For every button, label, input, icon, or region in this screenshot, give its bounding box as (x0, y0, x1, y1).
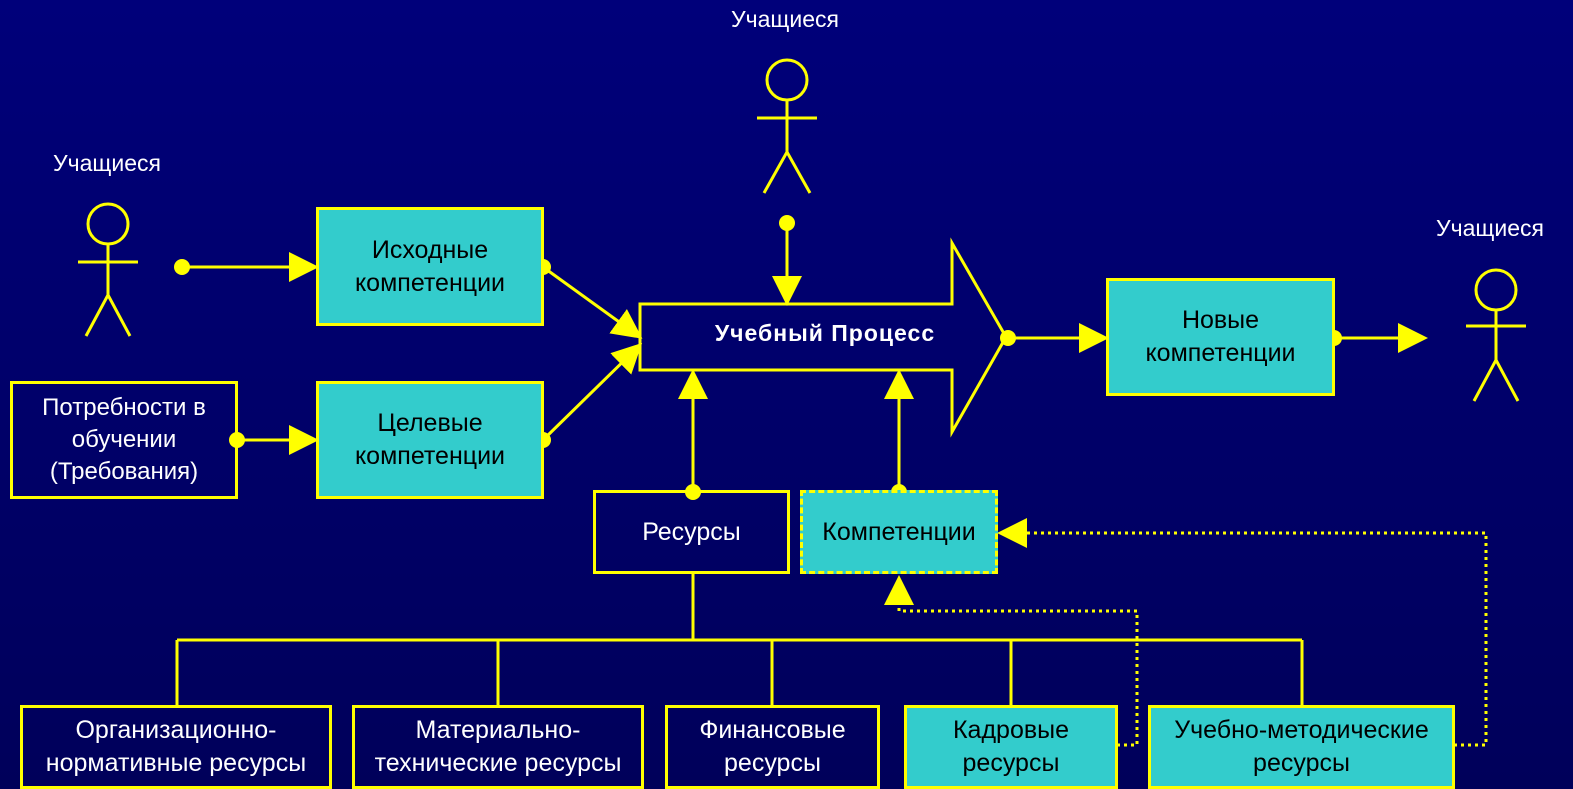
financial-resources-box: Финансовые ресурсы (665, 705, 880, 789)
org-normative-resources-box: Организационно- нормативные ресурсы (20, 705, 332, 789)
initial-competences-box: Исходные компетенции (316, 207, 544, 326)
resources-box: Ресурсы (593, 490, 790, 574)
connector-target (541, 342, 643, 442)
learners-left-label: Учащиеся (53, 150, 161, 176)
material-technical-resources-box: Материально- технические ресурсы (352, 705, 644, 789)
person-icon-top (757, 58, 817, 194)
connector-initial (542, 265, 643, 339)
feedback-methodical (997, 518, 1488, 747)
competences-box: Компетенции (800, 490, 998, 574)
person-icon-right (1466, 268, 1526, 402)
person-icon-left (78, 202, 138, 337)
personnel-resources-box: Кадровые ресурсы (904, 705, 1118, 789)
learning-process-label: Учебный Процесс (714, 320, 936, 346)
feedback-personnel (884, 575, 1139, 747)
target-competences-box: Целевые компетенции (316, 381, 544, 499)
new-competences-box: Новые компетенции (1106, 278, 1335, 396)
educational-methodical-resources-box: Учебно-методические ресурсы (1148, 705, 1455, 789)
learners-right-label: Учащиеся (1436, 215, 1544, 241)
learning-needs-box: Потребности в обучении (Требования) (10, 381, 238, 499)
learners-top-label: Учащиеся (731, 6, 839, 32)
